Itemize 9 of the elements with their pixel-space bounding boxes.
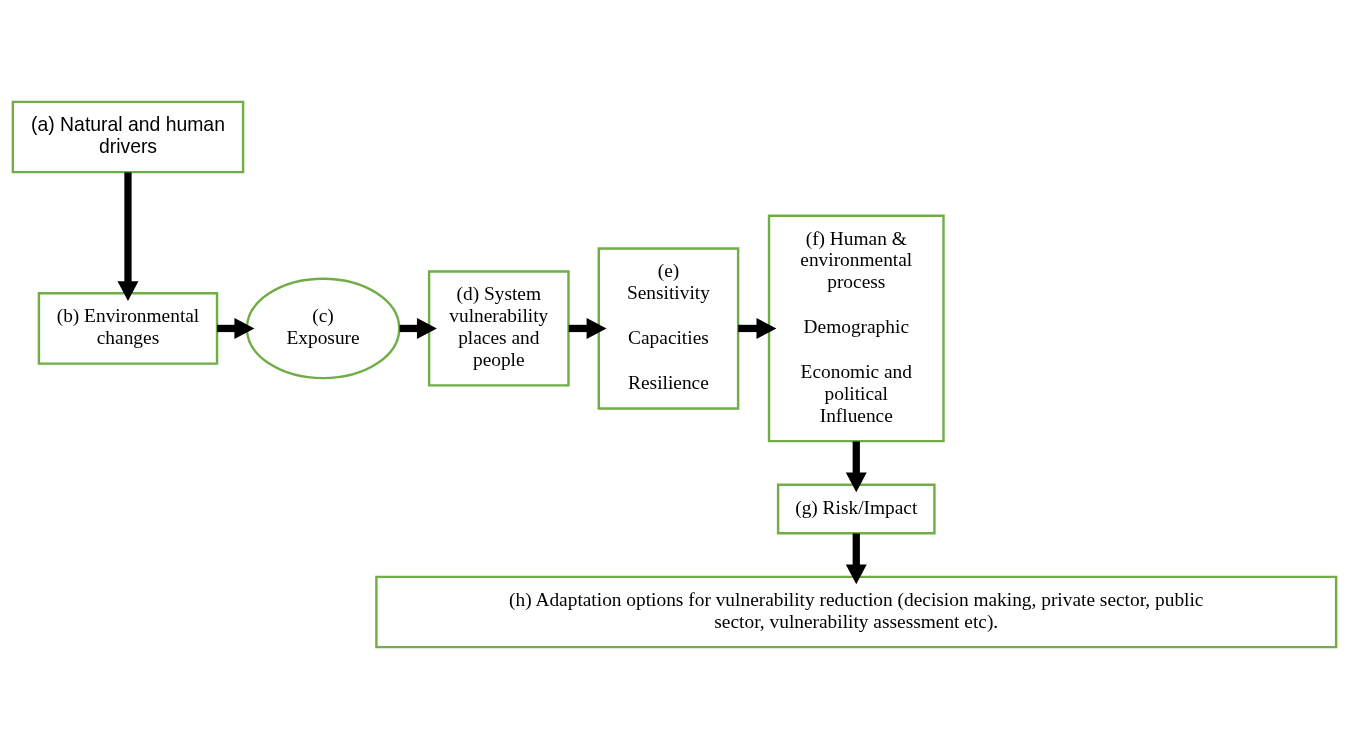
arrow <box>568 317 607 339</box>
node-box: (b) Environmental changes <box>37 292 219 365</box>
node-box: (a) Natural and human drivers <box>11 100 245 174</box>
node-box: (e) Sensitivity Capacities Resilience <box>597 247 740 410</box>
node-box: (g) Risk/Impact <box>776 483 936 535</box>
node-ellipse: (c) Exposure <box>245 277 401 380</box>
node-box: (d) System vulnerability places and people <box>427 270 570 387</box>
node-box: (f) Human & environmental process Demographic Economic and political Influence <box>767 214 945 443</box>
node-box: (h) Adaptation options for vulnerability reduction (decision making, private sector, public sector, vulnerability assessment etc). <box>375 575 1338 649</box>
